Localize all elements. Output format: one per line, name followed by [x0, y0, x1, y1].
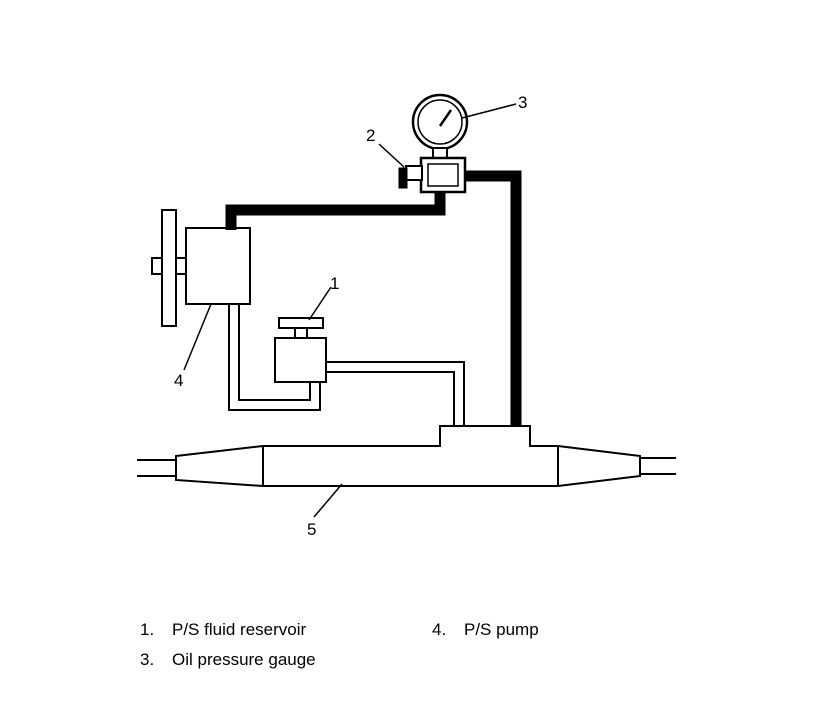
pump-pulley [151, 209, 187, 327]
legend-item-1: 1. P/S fluid reservoir [140, 620, 306, 640]
legend-item-1-label: P/S fluid reservoir [172, 620, 307, 639]
callout-1: 1 [330, 274, 339, 293]
fluid-reservoir [274, 317, 327, 383]
steering-gear-assembly [137, 425, 676, 487]
pressure-return-hose [456, 170, 522, 426]
callout-4: 4 [174, 371, 183, 390]
legend-item-3: 3. Oil pressure gauge [140, 650, 316, 670]
return-hoses [228, 304, 465, 426]
callout-leaders [183, 103, 517, 518]
legend-item-1-number: 1. [140, 620, 155, 639]
high-pressure-hose [225, 186, 446, 230]
legend-item-4-number: 4. [432, 620, 447, 639]
ps-pump [185, 227, 251, 305]
callout-5: 5 [307, 520, 316, 539]
oil-pressure-gauge [411, 93, 469, 161]
legend-item-4-label: P/S pump [464, 620, 539, 639]
legend-item-3-number: 3. [140, 650, 155, 669]
callout-3: 3 [518, 93, 527, 112]
legend-item-4: 4. P/S pump [432, 620, 539, 640]
shutoff-valve [398, 156, 467, 194]
legend-item-3-label: Oil pressure gauge [172, 650, 316, 669]
callout-2: 2 [366, 126, 375, 145]
